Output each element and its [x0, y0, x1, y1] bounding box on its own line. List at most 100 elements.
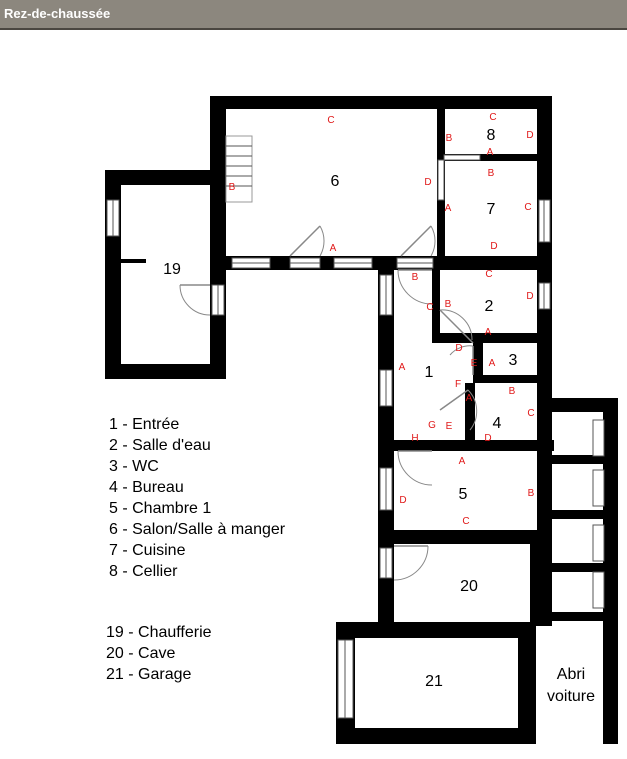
door-room3	[449, 345, 474, 375]
window-room7-right	[538, 199, 551, 243]
wall-label: A	[330, 243, 337, 254]
wall-3-left	[473, 333, 483, 383]
wall-room19-bottom	[105, 364, 226, 379]
wall-label: E	[446, 421, 453, 432]
windows	[106, 154, 605, 719]
wall-2-bottom	[432, 333, 552, 343]
wall-label: D	[526, 130, 533, 141]
window-room19-right	[211, 284, 225, 316]
legend-item: 20 - Cave	[106, 645, 176, 662]
window-room20-left	[379, 547, 393, 579]
wall-label: B	[509, 386, 516, 397]
wall-label: C	[327, 115, 334, 126]
legend-item: 1 - Entrée	[109, 416, 180, 433]
door-room20	[393, 545, 429, 581]
legend-main: 1 - Entrée 2 - Salle d'eau 3 - WC 4 - Bu…	[109, 414, 285, 582]
staircase	[225, 135, 253, 203]
door-room19	[179, 284, 211, 316]
legend-item: 3 - WC	[109, 458, 159, 475]
room-numbers: 6 8 7 19 2 1 3 4 5 20 21	[163, 127, 517, 690]
title-bar: Rez-de-chaussée	[0, 0, 627, 30]
wall-carport-div1	[548, 455, 606, 464]
wall-3-bottom	[473, 375, 552, 383]
wall-4-left	[465, 383, 475, 443]
wall-label: B	[528, 488, 535, 499]
wall-label: C	[527, 408, 534, 419]
wall-label: D	[484, 433, 491, 444]
wall-label: C	[462, 516, 469, 527]
room-number-19: 19	[163, 261, 181, 278]
wall-label: B	[488, 168, 495, 179]
wall-room19-top	[105, 170, 226, 185]
wall-label: B	[446, 133, 453, 144]
wall-right	[537, 96, 552, 450]
wall-label: D	[399, 495, 406, 506]
window-corridor-1	[379, 274, 393, 316]
wall-garage-right	[518, 622, 536, 744]
wall-label: F	[455, 379, 461, 390]
wall-label: B	[229, 182, 236, 193]
room-number-2: 2	[485, 298, 494, 315]
wall-room20-right	[530, 530, 552, 626]
window-room8-bottom	[443, 154, 481, 161]
wall-label: A	[445, 203, 452, 214]
wall-carport-div4	[548, 612, 606, 621]
wall-label: C	[489, 112, 496, 123]
wall-room19-right	[210, 256, 226, 379]
room-number-4: 4	[493, 415, 502, 432]
door-room2	[439, 309, 474, 344]
wall-label: D	[490, 241, 497, 252]
wall-garage-bottom	[336, 728, 536, 744]
wall-label: D	[455, 343, 462, 354]
wall-label: G	[428, 420, 436, 431]
wall-label: A	[466, 393, 473, 404]
window-room6-bottom-4	[396, 257, 434, 269]
carport-label-line: Abri	[556, 666, 586, 683]
wall-carport-right	[603, 398, 618, 744]
legend-item: 8 - Cellier	[109, 563, 178, 580]
wall-label: A	[459, 456, 466, 467]
wall-top	[210, 96, 552, 109]
wall-carport-div2	[548, 510, 606, 519]
carport-label-line: voiture	[546, 688, 596, 705]
wall-1-5	[394, 440, 554, 451]
legend-item: 21 - Garage	[106, 666, 192, 683]
wall-2-left	[432, 266, 440, 338]
door-room6-1	[289, 225, 325, 257]
window-carport	[592, 419, 605, 609]
legend-item: 5 - Chambre 1	[109, 500, 212, 517]
wall-7-2	[437, 256, 552, 270]
window-room6-bottom-2	[289, 257, 321, 269]
wall-label: B	[412, 272, 419, 283]
wall-carport-top	[548, 398, 608, 412]
room-number-20: 20	[460, 578, 478, 595]
wall-labels: C B D A C B D A B A C D B C C B D A A D …	[229, 112, 535, 527]
room-number-1: 1	[425, 364, 434, 381]
doors	[179, 225, 478, 581]
wall-label: A	[399, 362, 406, 373]
wall-label: D	[526, 291, 533, 302]
wall-label: C	[524, 202, 531, 213]
wall-8-7	[437, 154, 552, 161]
window-room6-bottom-3	[333, 257, 373, 269]
room-number-3: 3	[509, 352, 518, 369]
legend-item: 19 - Chaufferie	[106, 624, 212, 641]
window-garage-left	[337, 639, 354, 719]
room-number-21: 21	[425, 673, 443, 690]
legend-item: 2 - Salle d'eau	[109, 437, 211, 454]
room-number-8: 8	[487, 127, 496, 144]
window-corridor-2	[379, 369, 393, 407]
wall-room19-stub	[118, 259, 146, 263]
wall-label: B	[445, 299, 452, 310]
wall-5-20	[378, 530, 552, 544]
door-room4	[439, 389, 478, 431]
door-room6-2	[400, 225, 436, 257]
room-number-5: 5	[459, 486, 468, 503]
wall-label: E	[471, 358, 478, 369]
room-number-7: 7	[487, 201, 496, 218]
wall-label: A	[487, 147, 494, 158]
wall-carport-div3	[548, 563, 606, 572]
window-room6-bottom-1	[231, 257, 271, 269]
wall-label: A	[489, 358, 496, 369]
